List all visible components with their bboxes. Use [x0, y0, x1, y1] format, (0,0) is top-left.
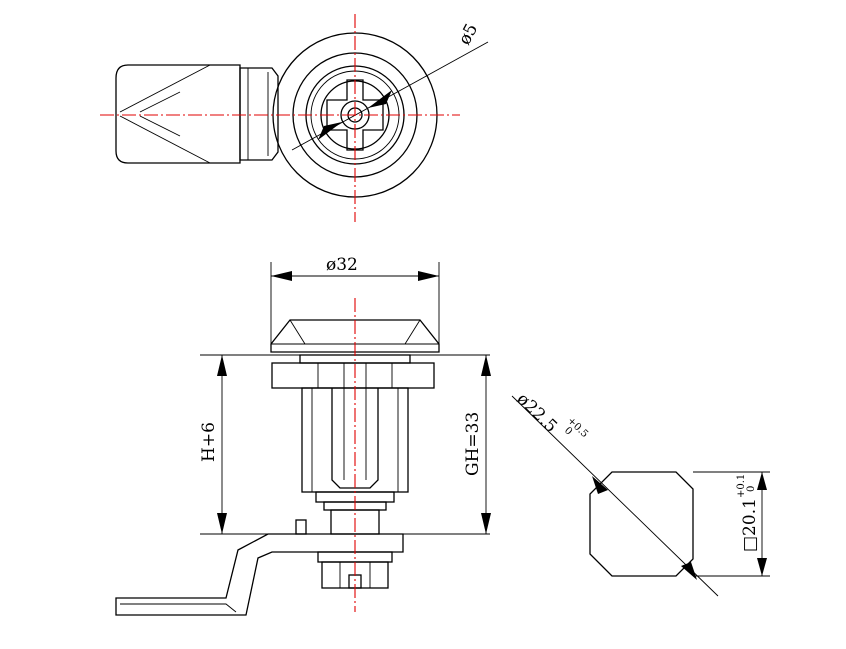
- cutout-shape: [589, 471, 694, 577]
- svg-text:0: 0: [562, 425, 574, 437]
- side-view: ø32: [115, 255, 491, 616]
- key-slot: [326, 79, 384, 151]
- hex-neck: [239, 67, 279, 161]
- lock-nut: [271, 362, 435, 389]
- cutout-dia-label: ø22.5: [513, 389, 561, 437]
- height-adjust-label: H+6: [199, 422, 219, 462]
- cam-arm: [115, 533, 404, 616]
- hole-dia-label: ø5: [455, 20, 483, 48]
- svg-text:0: 0: [746, 486, 757, 492]
- cutout-square-label: □20.1: [740, 498, 760, 552]
- grip-height-label: GH=33: [463, 412, 483, 476]
- top-view: ø5: [100, 14, 489, 222]
- cutout-view: ø22.5 +0.5 0 □20.1 +0.1 0: [511, 389, 770, 597]
- cam-body: [115, 64, 241, 164]
- svg-text:+0.1: +0.1: [736, 474, 747, 498]
- head-dia-label: ø32: [326, 255, 358, 275]
